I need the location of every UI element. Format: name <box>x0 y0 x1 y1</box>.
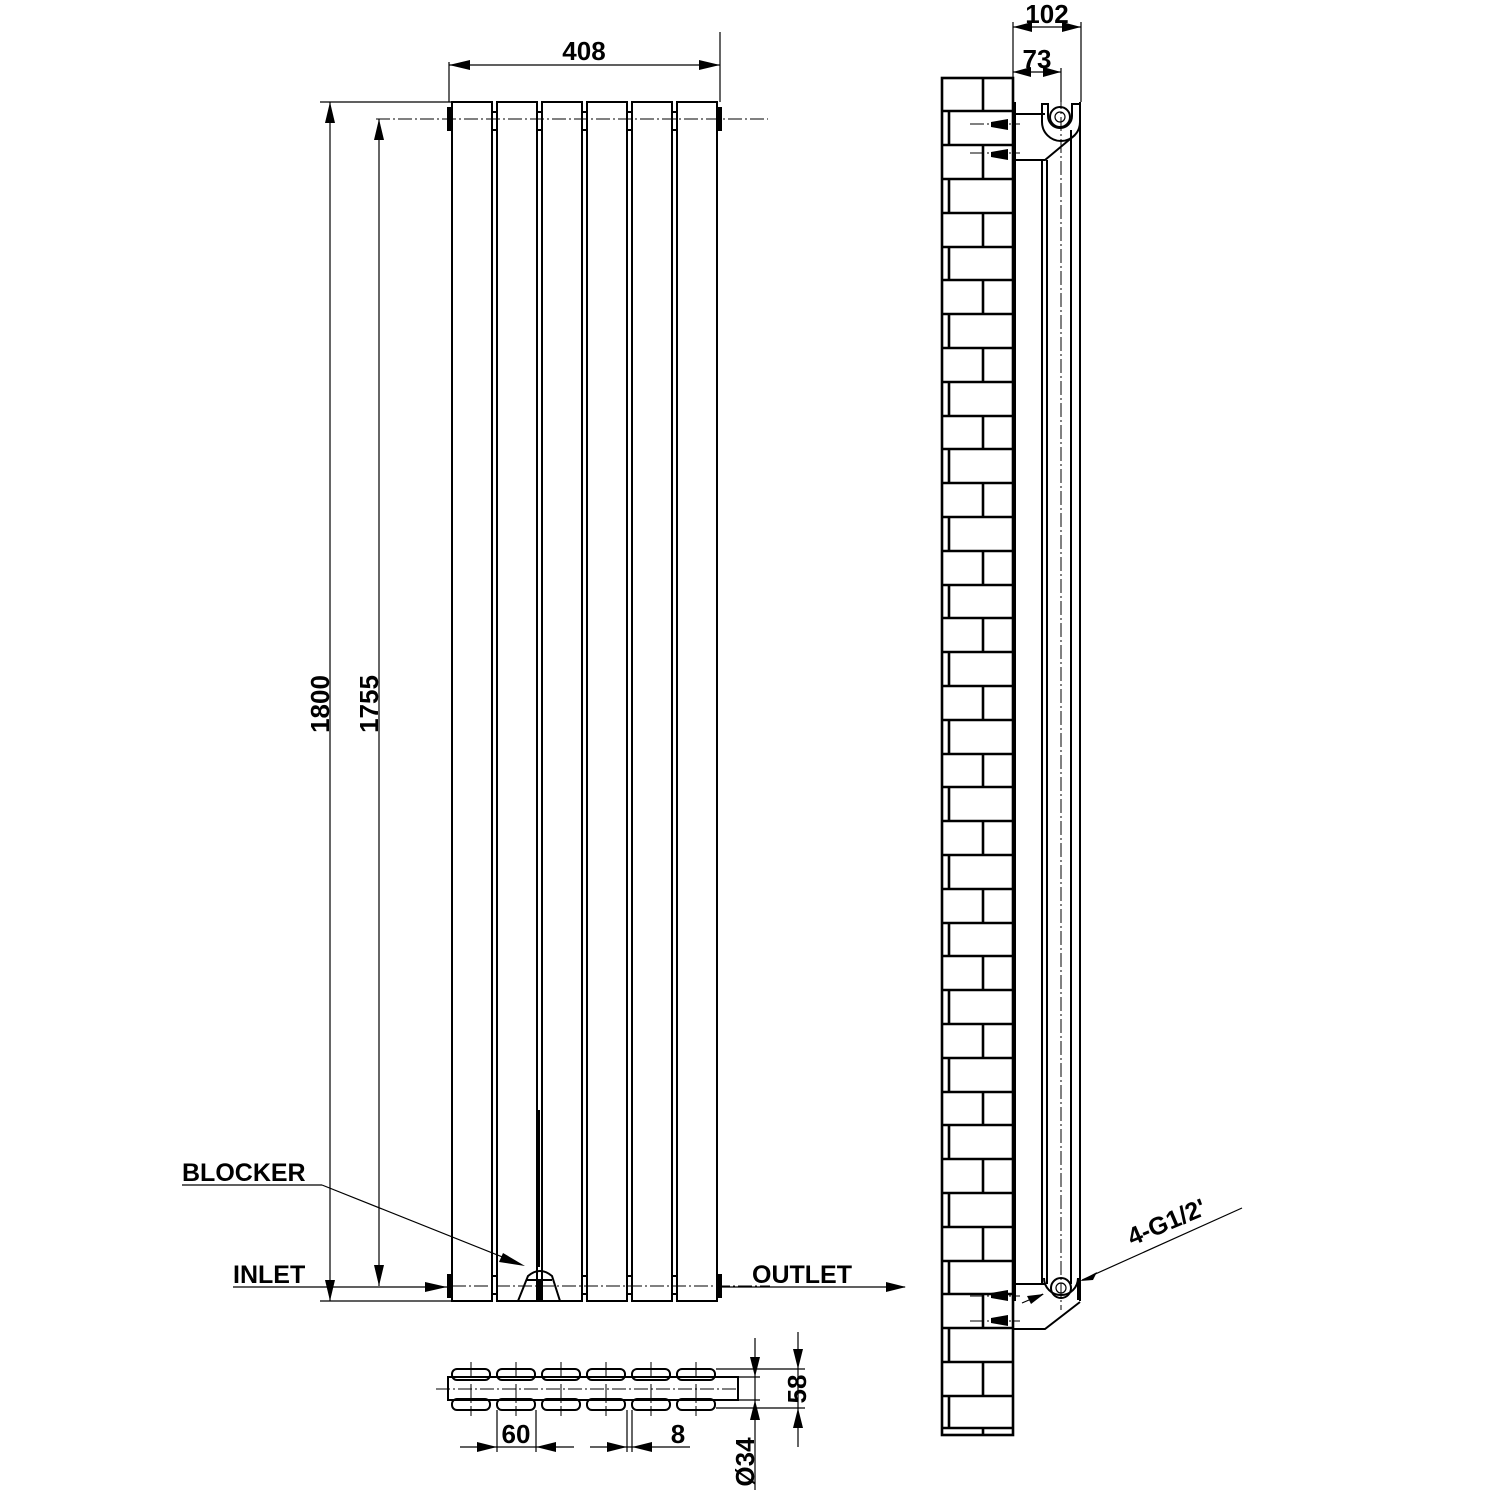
connections-label: 4-G1/2' <box>1123 1194 1210 1252</box>
dimension-1800-label: 1800 <box>305 675 335 733</box>
dimension-73-label: 73 <box>1023 44 1052 74</box>
outlet-label: OUTLET <box>752 1261 852 1289</box>
outlet-callout: OUTLET <box>722 1261 906 1292</box>
dimension-overall-height: 1800 <box>305 101 452 1302</box>
dimension-102-label: 102 <box>1025 0 1068 29</box>
dimension-408-label: 408 <box>562 36 605 66</box>
blocker-callout: BLOCKER <box>182 1159 525 1266</box>
dimension-column-width: 60 <box>460 1410 574 1452</box>
dimension-o34-label: Ø34 <box>730 1437 760 1487</box>
front-view: 408 1800 1755 BLOCKER INLET <box>182 32 906 1302</box>
plan-view: 60 8 Ø34 58 <box>436 1332 812 1490</box>
radiator-side-profile <box>1014 95 1081 1310</box>
dimension-58-label: 58 <box>782 1375 812 1404</box>
bottom-wall-bracket <box>970 1283 1081 1330</box>
dimension-pipe-centres: 1755 <box>354 119 384 1286</box>
dimension-1755-label: 1755 <box>354 675 384 733</box>
dimension-depth: 58 <box>716 1332 812 1447</box>
brick-wall <box>940 76 1015 1437</box>
dimension-wall-to-pipe: 73 <box>1013 44 1062 102</box>
blocker-symbol <box>516 1110 562 1302</box>
top-wall-bracket <box>970 113 1076 161</box>
inlet-callout: INLET <box>233 1261 447 1292</box>
blocker-label: BLOCKER <box>182 1159 306 1187</box>
connections-callout: 4-G1/2' <box>1021 1194 1243 1304</box>
radiator-columns <box>447 101 722 1302</box>
dimension-wall-to-front: 102 <box>1012 0 1082 102</box>
dimension-8-label: 8 <box>671 1419 685 1449</box>
dimension-pipe-diameter: Ø34 <box>730 1338 760 1490</box>
inlet-label: INLET <box>233 1261 305 1289</box>
dimension-column-gap: 8 <box>590 1410 690 1452</box>
dimension-60-label: 60 <box>502 1419 531 1449</box>
side-view: 102 73 4-G1/2' <box>940 0 1243 1437</box>
dimension-overall-width: 408 <box>448 32 721 102</box>
